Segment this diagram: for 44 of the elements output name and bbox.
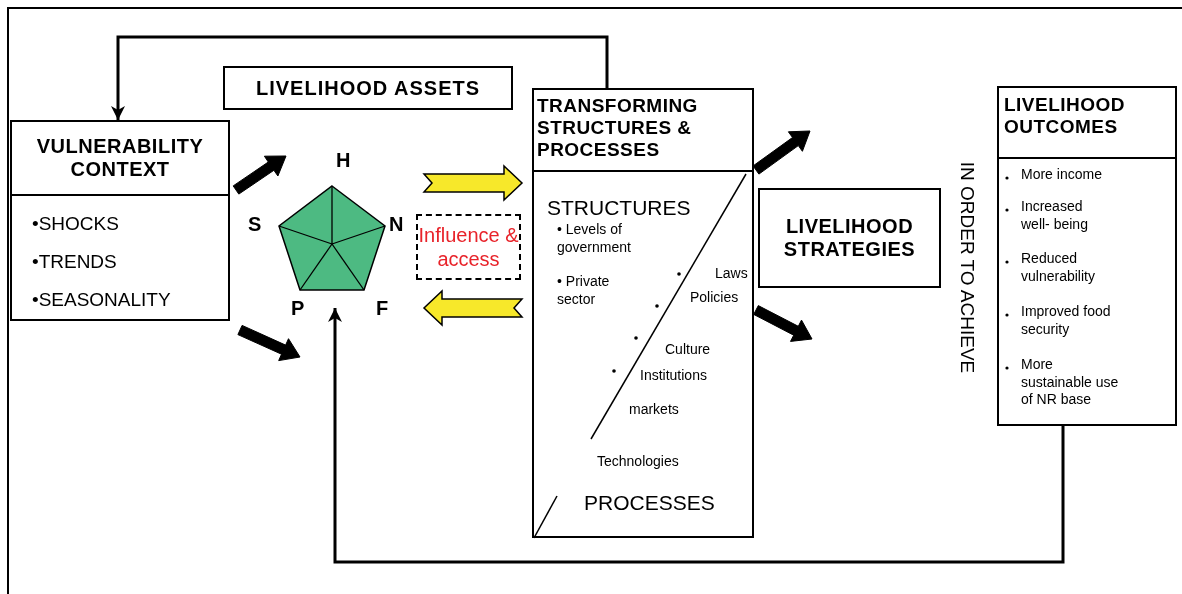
list-item: markets	[629, 400, 679, 419]
asset-letter: P	[291, 298, 305, 318]
list-item: • Levels of government	[557, 220, 632, 257]
context-box	[10, 120, 230, 321]
list-item: • Private sector	[557, 272, 611, 309]
block-arrow	[422, 289, 524, 327]
thick-arrow	[232, 155, 287, 195]
arrow	[328, 308, 1065, 564]
arrow	[111, 35, 609, 120]
list-item: Increased well- being	[1021, 198, 1089, 233]
strategies-box	[758, 188, 941, 288]
box-heading: LIVELIHOOD OUTCOMES	[1004, 94, 1126, 138]
list-item: •SHOCKS	[32, 212, 119, 236]
list-item: •SEASONALITY	[32, 288, 171, 312]
list-item: STRUCTURES	[547, 195, 691, 221]
vertical-label: IN ORDER TO ACHIEVE	[957, 160, 977, 376]
asset-letter: N	[389, 214, 404, 234]
list-item: Policies	[690, 288, 739, 307]
thick-arrow	[752, 130, 811, 175]
outcomes-box	[997, 86, 1177, 426]
box-title: LIVELIHOOD STRATEGIES	[782, 215, 917, 261]
list-item: Improved food security	[1021, 303, 1112, 338]
thick-arrow	[237, 324, 301, 362]
list-item: Laws	[715, 264, 748, 283]
asset-letter: F	[376, 298, 389, 318]
box-title: LIVELIHOOD ASSETS	[255, 76, 481, 100]
list-item: Culture	[665, 340, 711, 359]
list-item: More income	[1021, 166, 1103, 184]
dashed-box	[416, 214, 521, 280]
asset-letter: H	[336, 150, 351, 170]
list-item: •TRENDS	[32, 250, 117, 274]
block-arrow	[422, 164, 524, 202]
box-heading: VULNERABILITY CONTEXT	[35, 135, 205, 181]
asset-letter: S	[248, 214, 262, 234]
list-item: More sustainable use of NR base	[1021, 356, 1120, 409]
pentagon-drawing	[279, 186, 385, 290]
list-item: Technologies	[597, 452, 679, 471]
list-item: PROCESSES	[584, 490, 715, 516]
thick-arrow	[753, 305, 813, 342]
list-item: Institutions	[640, 366, 707, 385]
box-title: Influence & access	[418, 223, 519, 271]
list-item: Reduced vulnerability	[1021, 250, 1096, 285]
assets-box	[223, 66, 513, 110]
box-heading: TRANSFORMING STRUCTURES & PROCESSES	[537, 95, 699, 161]
